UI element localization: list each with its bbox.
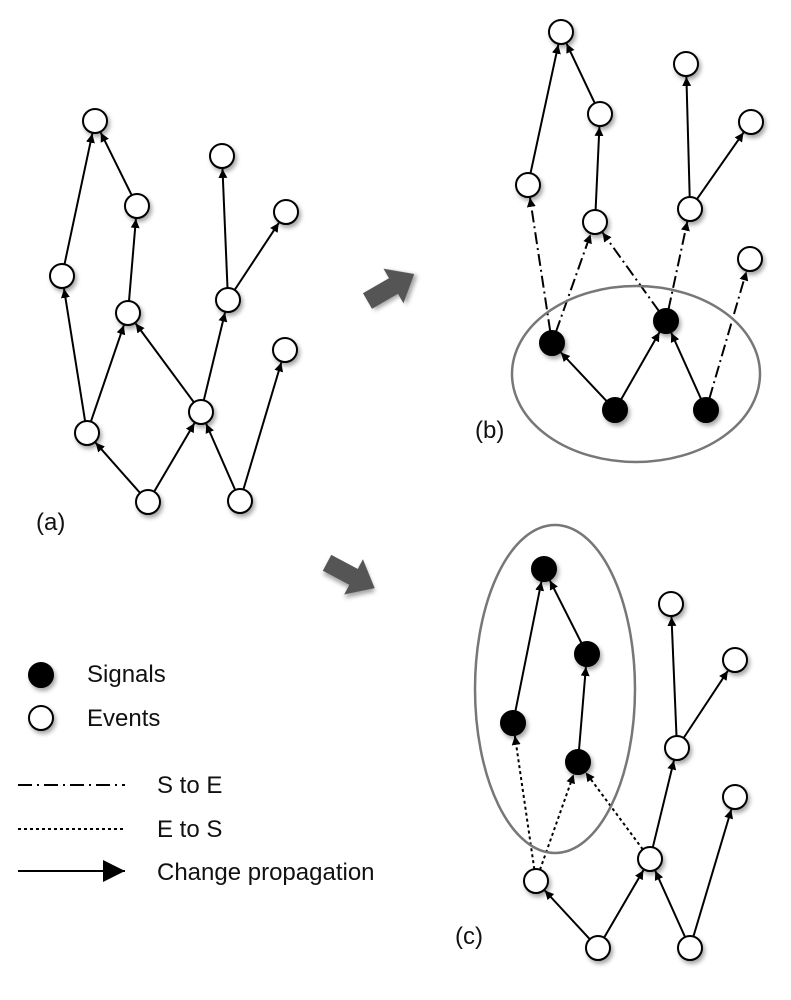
signal-node-c4 bbox=[565, 749, 591, 775]
signal-node-c2 bbox=[574, 641, 600, 667]
edge-a6-to-a5-solid bbox=[94, 442, 141, 494]
edge-b6-to-b5-solid bbox=[560, 351, 608, 402]
edge-c5-to-c4-dotted bbox=[539, 773, 575, 871]
legend-signal-marker bbox=[28, 662, 54, 688]
transition-arrow-to-c bbox=[322, 554, 375, 595]
edge-a7-to-a4-solid bbox=[134, 322, 195, 403]
edge-a8-to-a12-solid bbox=[242, 362, 284, 490]
edge-c4-to-c2-solid bbox=[578, 666, 590, 751]
event-node-a8 bbox=[227, 488, 253, 514]
legend-events-label: Events bbox=[87, 705, 160, 732]
event-node-c6 bbox=[585, 935, 611, 961]
event-node-a7 bbox=[188, 399, 214, 425]
legend: Signals Events S to E E to S Change prop… bbox=[18, 661, 375, 886]
edge-c10-to-c11-solid bbox=[682, 670, 729, 739]
legend-e-to-s-label: E to S bbox=[157, 816, 222, 843]
edge-b7-to-b4-dashdot bbox=[601, 232, 660, 312]
edge-a3-to-a1-solid bbox=[63, 133, 95, 265]
legend-signals-label: Signals bbox=[87, 661, 166, 688]
signal-group-ellipse-c bbox=[473, 523, 637, 855]
event-node-c11 bbox=[722, 647, 748, 673]
edge-a8-to-a7-solid bbox=[205, 423, 237, 491]
edge-layer bbox=[60, 43, 749, 940]
event-node-b10 bbox=[677, 196, 703, 222]
panel-label-b: (b) bbox=[475, 417, 504, 444]
event-node-b1 bbox=[548, 19, 574, 45]
event-node-c12 bbox=[722, 784, 748, 810]
edge-c6-to-c7-solid bbox=[603, 869, 645, 939]
edge-a5-to-a4-solid bbox=[89, 324, 126, 422]
edge-b3-to-b1-solid bbox=[529, 44, 561, 174]
event-node-c7 bbox=[637, 846, 663, 872]
edge-b5-to-b3-dashdot bbox=[526, 197, 552, 332]
event-node-a9 bbox=[209, 143, 235, 169]
edge-a7-to-a10-solid bbox=[202, 312, 228, 401]
edge-c7-to-c10-solid bbox=[651, 760, 677, 848]
edge-a5-to-a3-solid bbox=[60, 288, 87, 422]
signal-group-ellipse-b bbox=[510, 284, 762, 464]
event-node-b9 bbox=[673, 51, 699, 77]
edge-b7-to-b10-dashdot bbox=[667, 221, 690, 310]
edge-c7-to-c4-dotted bbox=[584, 771, 644, 850]
event-node-c5 bbox=[523, 868, 549, 894]
event-node-a2 bbox=[124, 193, 150, 219]
event-node-a4 bbox=[115, 300, 141, 326]
edge-b8-to-b7-solid bbox=[670, 332, 703, 400]
legend-event-marker bbox=[28, 705, 54, 731]
edge-b6-to-b7-solid bbox=[620, 331, 661, 401]
legend-s-to-e-label: S to E bbox=[157, 772, 222, 799]
event-node-a1 bbox=[82, 108, 108, 134]
signal-node-b7 bbox=[653, 308, 679, 334]
signal-node-b8 bbox=[693, 397, 719, 423]
event-node-a5 bbox=[74, 420, 100, 446]
event-node-b4 bbox=[582, 209, 608, 235]
node-layer bbox=[49, 19, 764, 961]
event-node-c8 bbox=[677, 935, 703, 961]
edge-c6-to-c5-solid bbox=[544, 889, 591, 940]
event-node-a11 bbox=[273, 199, 299, 225]
edge-b5-to-b4-dashdot bbox=[555, 233, 592, 333]
edge-a4-to-a2-solid bbox=[128, 218, 140, 302]
signal-node-c3 bbox=[500, 710, 526, 736]
edge-c10-to-c9-solid bbox=[667, 616, 678, 737]
edge-a2-to-a1-solid bbox=[99, 132, 133, 196]
edge-b10-to-b9-solid bbox=[682, 76, 692, 198]
edge-c8-to-c7-solid bbox=[654, 870, 687, 938]
edge-b10-to-b11-solid bbox=[696, 132, 745, 200]
edge-c2-to-c1-solid bbox=[549, 580, 583, 644]
edge-a10-to-a9-solid bbox=[218, 168, 229, 289]
event-node-a12 bbox=[272, 337, 298, 363]
event-node-a10 bbox=[215, 287, 241, 313]
edge-a6-to-a7-solid bbox=[153, 422, 196, 493]
event-node-a3 bbox=[49, 263, 75, 289]
signal-node-b5 bbox=[539, 330, 565, 356]
edge-b8-to-b12-dashdot bbox=[708, 271, 749, 399]
transition-arrow-to-b bbox=[362, 268, 415, 309]
panel-label-a: (a) bbox=[36, 509, 65, 536]
panel-label-c: (c) bbox=[455, 923, 483, 950]
edge-c5-to-c3-dotted bbox=[511, 735, 536, 870]
event-node-b3 bbox=[515, 172, 541, 198]
event-node-c9 bbox=[658, 591, 684, 617]
edge-b4-to-b2-solid bbox=[594, 126, 604, 211]
edge-a10-to-a11-solid bbox=[233, 222, 280, 291]
event-node-a6 bbox=[135, 489, 161, 515]
edge-c8-to-c12-solid bbox=[692, 809, 734, 937]
event-node-b12 bbox=[737, 246, 763, 272]
event-node-b2 bbox=[587, 101, 613, 127]
signal-node-c1 bbox=[531, 556, 557, 582]
event-node-c10 bbox=[664, 735, 690, 761]
edge-b2-to-b1-solid bbox=[565, 43, 596, 104]
legend-change-propagation-label: Change propagation bbox=[157, 859, 375, 886]
event-node-b11 bbox=[738, 109, 764, 135]
signal-node-b6 bbox=[602, 397, 628, 423]
edge-c3-to-c1-solid bbox=[514, 581, 545, 712]
